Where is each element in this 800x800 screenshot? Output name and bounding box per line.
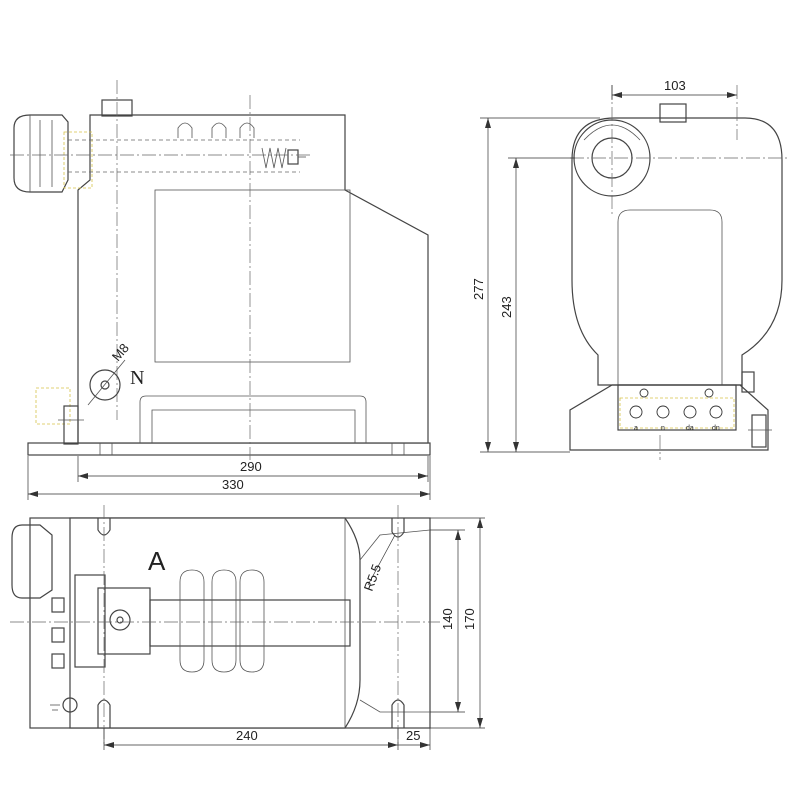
dim-170: 170 xyxy=(462,608,477,630)
terminal-a xyxy=(629,405,643,419)
dim-140: 140 xyxy=(440,608,455,630)
dim-290: 290 xyxy=(240,459,262,474)
front-view: M8 N 290 330 xyxy=(10,80,431,500)
terminal-da xyxy=(683,405,697,419)
terminal-label-n: n xyxy=(661,425,665,432)
slot-radius-label: R5.5 xyxy=(361,562,384,593)
plan-view: R5.5 A 240 25 140 170 xyxy=(10,505,485,750)
front-lower-frame xyxy=(139,395,367,443)
view-label-a: A xyxy=(148,546,166,576)
plan-bushing-frame xyxy=(74,574,106,668)
dim-330: 330 xyxy=(222,477,244,492)
terminal-label-dn: dn xyxy=(712,425,720,432)
front-base-plate xyxy=(27,442,431,456)
terminal-n xyxy=(656,405,670,419)
front-body xyxy=(77,114,429,444)
terminal-dn xyxy=(709,405,723,419)
terminal-label-a: a xyxy=(634,425,638,432)
side-body xyxy=(571,117,783,386)
front-top-bumps xyxy=(177,122,255,138)
terminal-label-da: da xyxy=(686,425,694,432)
dim-240: 240 xyxy=(236,728,258,743)
dim-25: 25 xyxy=(406,728,420,743)
front-spring xyxy=(261,147,287,169)
front-left-cap xyxy=(13,114,69,193)
plan-body xyxy=(69,517,361,729)
neutral-label: N xyxy=(130,367,144,389)
plan-left-cap xyxy=(11,524,53,599)
plan-ground-terminal xyxy=(62,697,78,713)
plan-bushing-sheds xyxy=(179,569,265,673)
dim-277: 277 xyxy=(471,278,486,300)
m8-bolt xyxy=(89,369,121,401)
side-base xyxy=(569,384,769,451)
dim-103: 103 xyxy=(664,78,686,93)
front-window xyxy=(154,189,351,363)
terminal-board xyxy=(617,384,737,431)
dim-243: 243 xyxy=(499,296,514,318)
side-view: a n da dn 103 277 243 xyxy=(471,78,790,460)
